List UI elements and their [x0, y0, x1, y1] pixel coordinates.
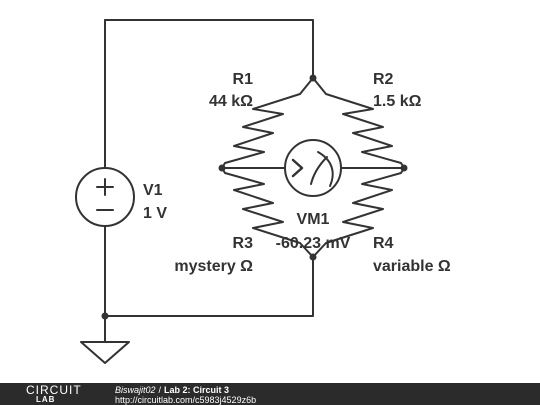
meter-arrow-icon	[291, 158, 304, 178]
logo-bottom-text: LAB	[36, 395, 56, 404]
plus-icon	[96, 178, 114, 196]
meter-scale-icon	[317, 151, 334, 187]
junction-left	[218, 164, 226, 172]
r4-value: variable Ω	[373, 258, 451, 275]
wire-top	[104, 19, 314, 79]
r3-name: R3	[233, 235, 254, 252]
r4-name: R4	[373, 235, 394, 252]
voltmeter-vm1	[284, 139, 342, 197]
vm1-name: VM1	[297, 211, 330, 228]
r2-name: R2	[373, 71, 394, 88]
resistor-r1	[221, 77, 314, 169]
v1-value: 1 V	[143, 205, 167, 222]
resistor-r4	[312, 167, 405, 258]
logo-top-text: CIRCUIT	[26, 383, 82, 397]
footer-credit: Biswajit02/Lab 2: Circuit 3	[115, 385, 229, 395]
r2-value: 1.5 kΩ	[373, 93, 422, 110]
ground-icon	[80, 341, 130, 364]
r1-name: R1	[233, 71, 254, 88]
junction-top	[309, 74, 317, 82]
r3-value: mystery Ω	[174, 258, 253, 275]
r1-value: 44 kΩ	[209, 93, 253, 110]
vm1-value: -60.23 mV	[276, 235, 351, 252]
resistor-r3	[221, 167, 314, 258]
wire-bottom	[104, 256, 314, 317]
junction-ground	[101, 312, 109, 320]
circuitlab-logo[interactable]: CIRCUIT LAB	[26, 384, 106, 404]
circuit-schematic: V1 1 V R1 44 kΩ R2 1.5 kΩ R3 mystery Ω R…	[75, 19, 451, 364]
v1-name: V1	[143, 182, 163, 199]
circuit-title[interactable]: Lab 2: Circuit 3	[164, 385, 230, 395]
voltage-source-v1	[75, 167, 135, 227]
resistor-r2	[312, 77, 405, 169]
junction-right	[400, 164, 408, 172]
circuit-url[interactable]: http://circuitlab.com/c5983j4529z6b	[115, 395, 257, 405]
author-link[interactable]: Biswajit02	[115, 385, 156, 395]
meter-needle-icon	[310, 156, 328, 185]
footer-bar: CIRCUIT LAB Biswajit02/Lab 2: Circuit 3 …	[0, 383, 540, 405]
footer-separator: /	[158, 385, 162, 395]
junction-bottom	[309, 253, 317, 261]
